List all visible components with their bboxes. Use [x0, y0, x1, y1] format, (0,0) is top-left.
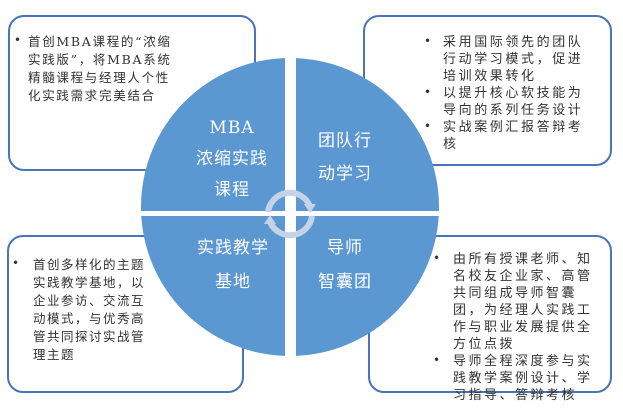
label-line: 团队行	[318, 131, 372, 151]
label-line: 实践教学	[197, 238, 269, 258]
quadrant-bottom-right	[296, 216, 439, 356]
bullet-dot: •	[12, 256, 20, 270]
bullet-dot: •	[424, 119, 432, 133]
quadrant-top-left	[141, 58, 285, 211]
bullet-text: 以提升核心软技能为导向的系列任务设计	[443, 86, 584, 118]
quadrant-label-mentor-team: 导师 智囊团	[295, 231, 395, 299]
bullet-item: • 由所有授课老师、知名校友企业家、高管共同组成导师智囊团，为经理人实践工作与职业…	[433, 251, 595, 353]
label-line: 导师	[327, 238, 363, 258]
bullet-item: • 以提升核心软技能为导向的系列任务设计	[424, 85, 587, 119]
label-line: 动学习	[318, 164, 372, 184]
quadrant-top-right	[296, 58, 439, 211]
cycle-arrows-icon	[264, 189, 316, 239]
quadrant-bottom-left	[141, 216, 285, 356]
bullet-text: 首创MBA课程的“浓缩实践版”，将MBA系统精髓课程与经理人个性化实践需求完美结…	[28, 34, 172, 103]
quadrant-label-practice-base: 实践教学 基地	[183, 231, 283, 299]
bottom-right-text: • 由所有授课老师、知名校友企业家、高管共同组成导师智囊团，为经理人实践工作与职业…	[433, 251, 595, 404]
bullet-item: • 采用国际领先的团队行动学习模式，促进培训效果转化	[424, 34, 587, 85]
top-left-text: • 首创MBA课程的“浓缩实践版”，将MBA系统精髓课程与经理人个性化实践需求完美…	[14, 33, 174, 105]
label-line: 智囊团	[318, 272, 372, 292]
bullet-text: 实战案例汇报答辩考核	[443, 120, 584, 152]
label-line: 基地	[215, 272, 251, 292]
quadrant-label-team-action-learning: 团队行 动学习	[295, 125, 395, 191]
bullet-dot: •	[433, 251, 441, 265]
bullet-dot: •	[14, 33, 22, 47]
bullet-item: • 实战案例汇报答辩考核	[424, 119, 587, 153]
bullet-text: 导师全程深度参与实践教学案例设计、学习指导、答辩考核	[453, 354, 593, 403]
bullet-text: 由所有授课老师、知名校友企业家、高管共同组成导师智囊团，为经理人实践工作与职业发…	[453, 252, 593, 352]
bottom-left-text: • 首创多样化的主题实践教学基地，以企业参访、交流互动模式，与优秀高管共同探讨实战…	[12, 256, 146, 364]
label-line: 课程	[214, 180, 250, 200]
quadrant-label-mba-course: MBA 浓缩实践 课程	[182, 113, 282, 206]
top-right-text: • 采用国际领先的团队行动学习模式，促进培训效果转化 • 以提升核心软技能为导向的系…	[424, 34, 587, 153]
bullet-dot: •	[424, 85, 432, 99]
bullet-item: • 首创多样化的主题实践教学基地，以企业参访、交流互动模式，与优秀高管共同探讨实战…	[12, 256, 146, 364]
label-line: 浓缩实践	[196, 149, 268, 169]
bullet-text: 采用国际领先的团队行动学习模式，促进培训效果转化	[443, 35, 584, 84]
label-line: MBA	[209, 118, 255, 138]
bullet-text: 首创多样化的主题实践教学基地，以企业参访、交流互动模式，与优秀高管共同探讨实战管…	[33, 257, 146, 362]
bullet-item: • 导师全程深度参与实践教学案例设计、学习指导、答辩考核	[433, 353, 595, 404]
bullet-dot: •	[433, 353, 441, 367]
bullet-dot: •	[424, 34, 432, 48]
bullet-item: • 首创MBA课程的“浓缩实践版”，将MBA系统精髓课程与经理人个性化实践需求完美…	[14, 33, 174, 105]
